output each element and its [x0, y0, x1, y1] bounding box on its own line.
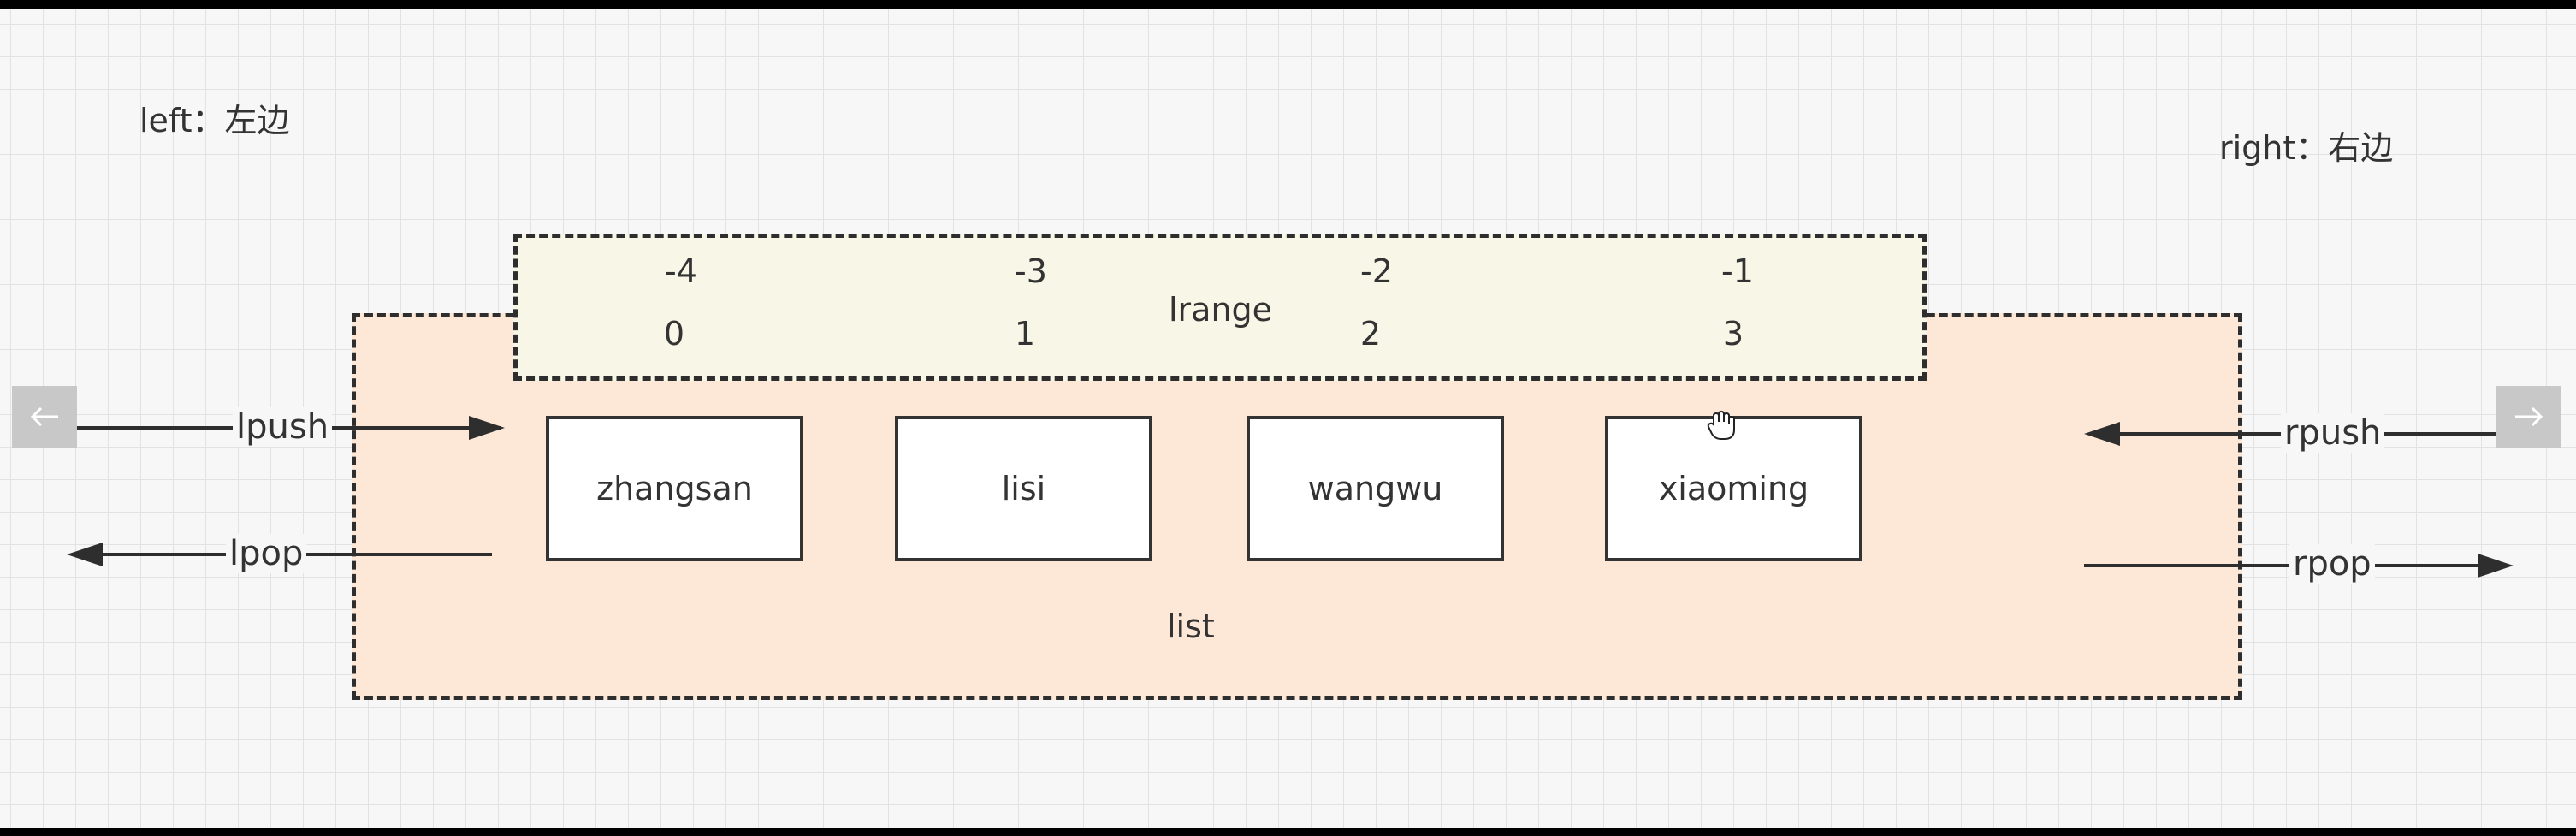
- lrange-label: lrange: [1169, 291, 1273, 329]
- hand-cursor-icon: [1707, 411, 1735, 440]
- arrow-right-icon: [2515, 406, 2543, 427]
- rpop-label: rpop: [2289, 544, 2375, 584]
- pos-index-1: 1: [1014, 315, 1036, 353]
- prev-slide-button[interactable]: [12, 386, 77, 448]
- list-label: list: [1167, 608, 1215, 645]
- right-label: right：右边: [2219, 129, 2394, 167]
- pos-index-0: 0: [663, 315, 685, 353]
- rpush-arrowhead-icon: [2084, 422, 2120, 446]
- pos-index-2: 2: [1359, 315, 1382, 353]
- lpop-label: lpop: [226, 534, 307, 573]
- lpush-label: lpush: [233, 407, 333, 447]
- diagram-canvas: left：左边 right：右边 -4 -3 -2 -1 lrange 0 1 …: [0, 9, 2576, 828]
- left-label: left：左边: [139, 102, 290, 139]
- lpush-arrowhead-icon: [469, 416, 505, 440]
- next-slide-button[interactable]: [2496, 386, 2561, 448]
- rpush-label: rpush: [2281, 413, 2385, 453]
- neg-index-2: -2: [1360, 252, 1393, 290]
- operation-arrows: [67, 416, 2514, 578]
- rpop-arrowhead-icon: [2478, 554, 2514, 578]
- list-item-xiaoming: xiaoming: [1605, 416, 1862, 561]
- neg-index-0: -4: [665, 252, 697, 290]
- list-item-zhangsan: zhangsan: [546, 416, 803, 561]
- arrow-left-icon: [30, 406, 58, 427]
- list-item-wangwu: wangwu: [1247, 416, 1504, 561]
- neg-index-1: -3: [1015, 252, 1047, 290]
- lpop-arrowhead-icon: [67, 543, 103, 566]
- neg-index-3: -1: [1721, 252, 1754, 290]
- list-item-lisi: lisi: [895, 416, 1152, 561]
- pos-index-3: 3: [1722, 315, 1744, 353]
- lrange-container: [513, 234, 1927, 381]
